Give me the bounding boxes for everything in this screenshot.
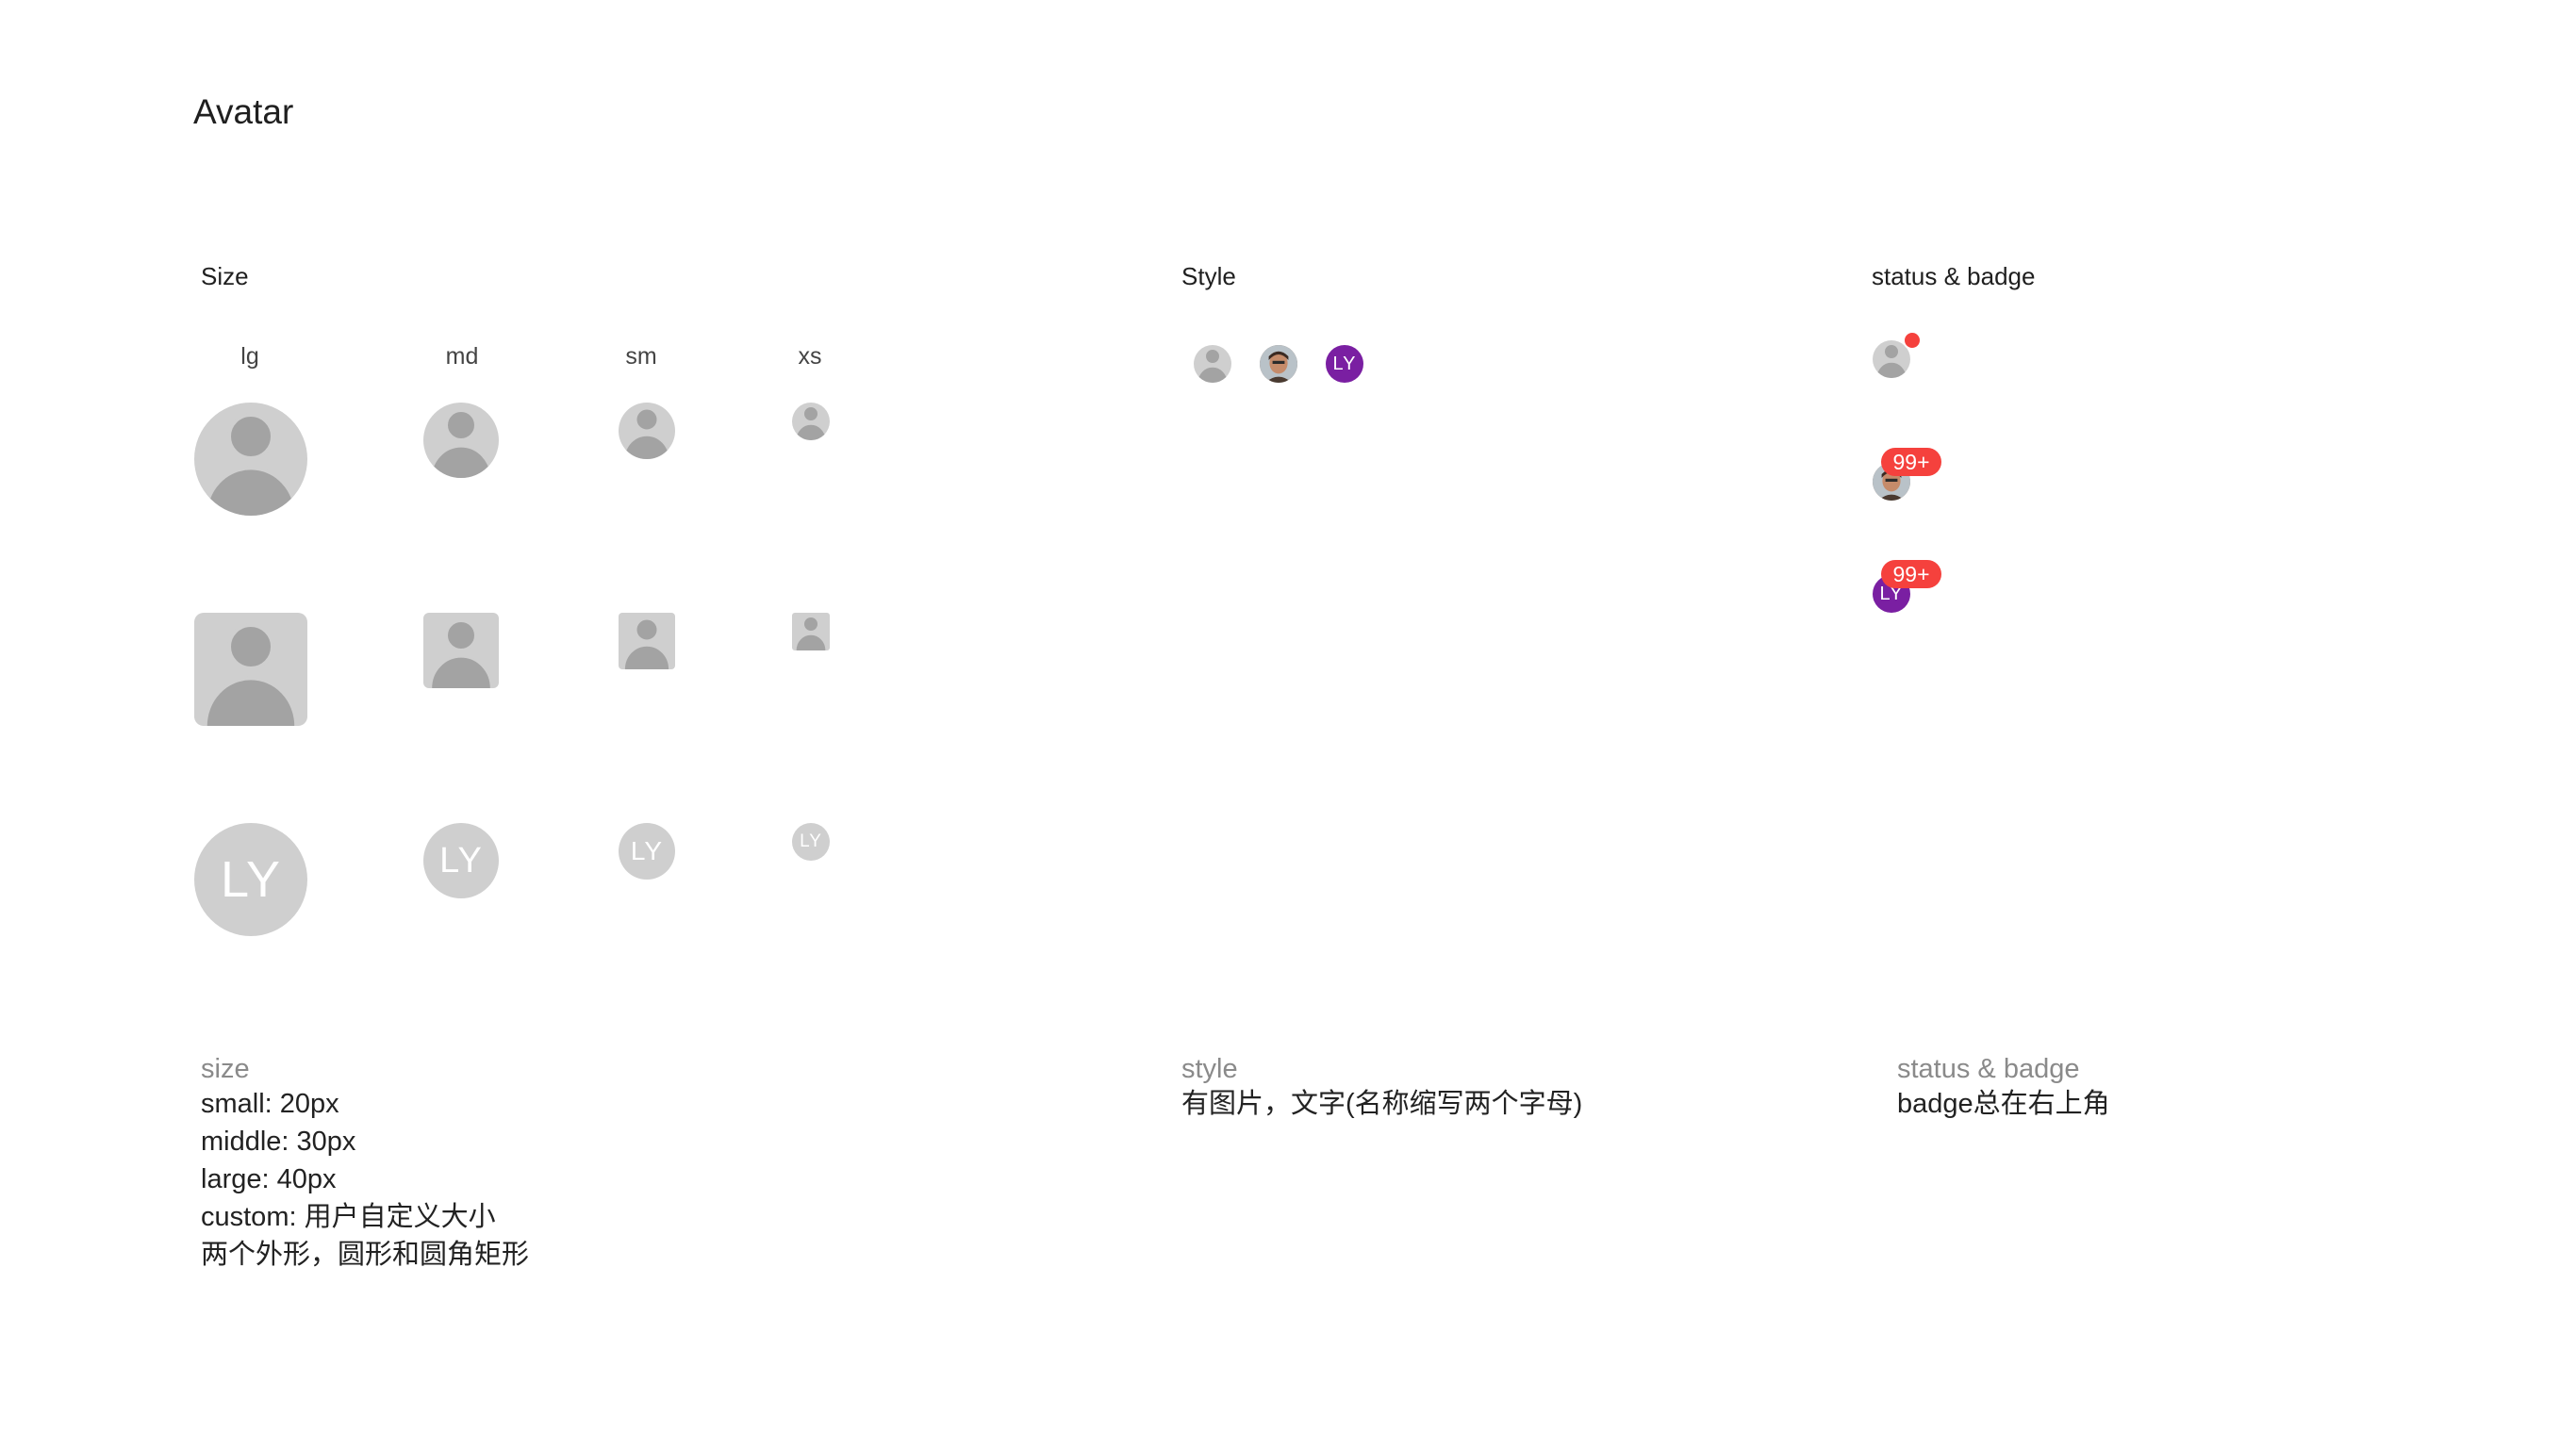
default-user-icon [795,616,827,650]
style-notes-heading: style [1181,1054,1238,1084]
avatar-initials: LY [1332,353,1357,374]
avatar-lg-initials[interactable]: LY [194,823,307,936]
size-notes-line: middle: 30px [201,1127,356,1157]
page-title: Avatar [193,92,294,131]
status-badge-notes-line: badge总在右上角 [1897,1089,2110,1119]
size-column-sm-label: sm [625,343,657,370]
status-dot [1903,331,1922,350]
avatar-initials: LY [1879,583,1904,604]
size-column-lg-label: lg [240,343,259,370]
avatar-initials: LY [630,836,664,865]
avatar-xs-initials[interactable]: LY [792,823,830,861]
default-user-icon [1875,343,1907,378]
size-notes-line: large: 40px [201,1164,337,1194]
avatar-initials: LY [220,851,282,908]
avatar-md-rounded[interactable] [423,613,499,688]
default-user-icon [429,619,493,688]
avatar-initials: LY [439,840,483,880]
avatar-lg-rounded[interactable] [194,613,307,726]
size-notes-line: custom: 用户自定义大小 [201,1202,496,1232]
avatar-sm-rounded[interactable] [619,613,675,669]
default-user-icon [1197,348,1229,383]
status-badge-section-title: status & badge [1872,262,2036,290]
size-notes-line: 两个外形，圆形和圆角矩形 [201,1240,530,1270]
avatar-style-default[interactable] [1194,345,1231,383]
style-notes: style 有图片，文字(名称缩写两个字母) [1181,1054,1582,1123]
size-notes: size small: 20px middle: 30px large: 40p… [201,1054,529,1274]
avatar-xs-circle[interactable] [792,403,830,440]
size-section-title: Size [201,262,249,290]
user-photo-image [1260,345,1297,383]
default-user-icon [429,409,493,478]
count-badge: 99+ [1881,448,1941,476]
avatar-style-photo[interactable] [1260,345,1297,383]
size-column-xs-label: xs [798,343,822,370]
default-user-icon [204,413,298,516]
style-section-title: Style [1181,262,1236,290]
default-user-icon [795,405,827,440]
count-badge: 99+ [1881,560,1941,588]
style-notes-line: 有图片，文字(名称缩写两个字母) [1181,1089,1583,1119]
default-user-icon [623,407,670,459]
size-column-md-label: md [445,343,479,370]
avatar-style-initials[interactable]: LY [1326,345,1363,383]
avatar-md-circle[interactable] [423,403,499,478]
default-user-icon [623,617,670,669]
size-notes-heading: size [201,1054,250,1084]
size-notes-line: small: 20px [201,1089,339,1119]
avatar-initials: LY [800,831,822,851]
avatar-with-status[interactable] [1873,340,1910,378]
status-badge-notes: status & badge badge总在右上角 [1897,1054,2110,1123]
avatar-xs-rounded[interactable] [792,613,830,650]
avatar-md-initials[interactable]: LY [423,823,499,898]
avatar-lg-circle[interactable] [194,403,307,516]
status-badge-notes-heading: status & badge [1897,1054,2080,1084]
avatar-sm-circle[interactable] [619,403,675,459]
default-user-icon [204,623,298,726]
avatar-sm-initials[interactable]: LY [619,823,675,880]
